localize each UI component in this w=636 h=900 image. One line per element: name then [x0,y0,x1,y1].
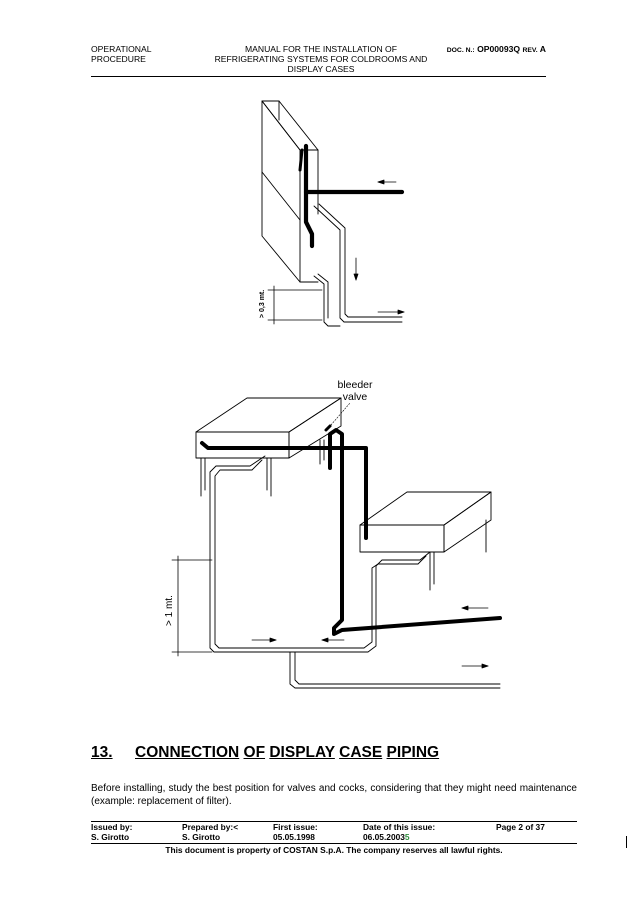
bleeder-label-line2: valve [343,391,368,403]
height-dimension [171,555,213,657]
date-of-issue: Date of this issue: 06.05.20035 [363,822,436,843]
bleeder-valve-pointer [330,402,351,426]
header-rule [91,76,546,77]
manual-title-line1: MANUAL FOR THE INSTALLATION OF [244,44,397,54]
issued-by: Issued by: S. Girotto [91,822,133,842]
section-title-word4: CASE [339,744,383,761]
manual-title: MANUAL FOR THE INSTALLATION OF REFRIGERA… [201,44,441,74]
date-of-issue-tail: 5 [404,831,410,842]
doc-number: OP00093Q [477,44,521,54]
section-title: CONNECTION OF DISPLAY CASE PIPING [135,744,439,762]
section-title-word2: OF [243,744,266,761]
flow-arrows [353,179,405,315]
procedure-type-line2: PROCEDURE [91,54,146,64]
doc-prefix: Doc. N.: [446,47,475,54]
date-of-issue-value: 06.05.20035 [363,831,435,843]
evaporator-unit [261,100,319,283]
section-heading: 13. CONNECTION OF DISPLAY CASE PIPING [91,744,546,766]
prepared-by: Prepared by:< S. Girotto [182,822,239,842]
prepared-by-value: S. Girotto [182,831,221,842]
manual-title-line2: REFRIGERATING SYSTEMS FOR COLDROOMS AND [214,54,428,64]
min-height-label: > 1 mt. [164,595,175,626]
min-height-label: > 0,3 mt. [259,290,266,318]
suction-line [200,424,502,636]
footer-rule-bottom [91,843,577,844]
rev-value: A [539,44,546,54]
page-header: OPERATIONAL PROCEDURE MANUAL FOR THE INS… [91,44,546,76]
document-number: Doc. N.: OP00093Q rev. A [447,44,546,56]
page-number: Page 2 of 37 [496,822,545,832]
first-issue-label: First issue: [273,822,318,832]
procedure-type: OPERATIONAL PROCEDURE [91,44,152,64]
date-of-issue-main: 06.05.2003 [363,831,405,842]
property-notice: This document is property of COSTAN S.p.… [165,845,503,855]
section-title-word3: DISPLAY [269,744,335,761]
issued-by-value: S. Girotto [91,831,130,842]
issued-by-label: Issued by: [91,822,133,832]
section-title-word1: CONNECTION [135,744,240,761]
height-dimension [267,285,323,325]
section-paragraph: Before installing, study the best positi… [91,783,577,807]
liquid-line [209,455,501,689]
section-title-word5: PIPING [386,744,440,761]
first-issue-value: 05.05.1998 [273,831,315,842]
lower-display-case [359,491,492,591]
procedure-type-line1: OPERATIONAL [91,44,152,54]
section-number: 13. [91,744,113,761]
bleeder-label-line1: bleeder [337,379,373,391]
manual-title-line3: DISPLAY CASES [287,64,355,74]
change-bar [626,836,627,848]
footer-rule-top [91,821,577,822]
suction-line [298,143,405,249]
date-of-issue-label: Date of this issue: [363,822,436,832]
flow-arrows [251,605,489,669]
first-issue: First issue: 05.05.1998 [273,822,318,842]
drain-line [313,203,403,327]
rev-label: rev. [522,47,538,54]
prepared-by-label: Prepared by:< [182,822,239,832]
